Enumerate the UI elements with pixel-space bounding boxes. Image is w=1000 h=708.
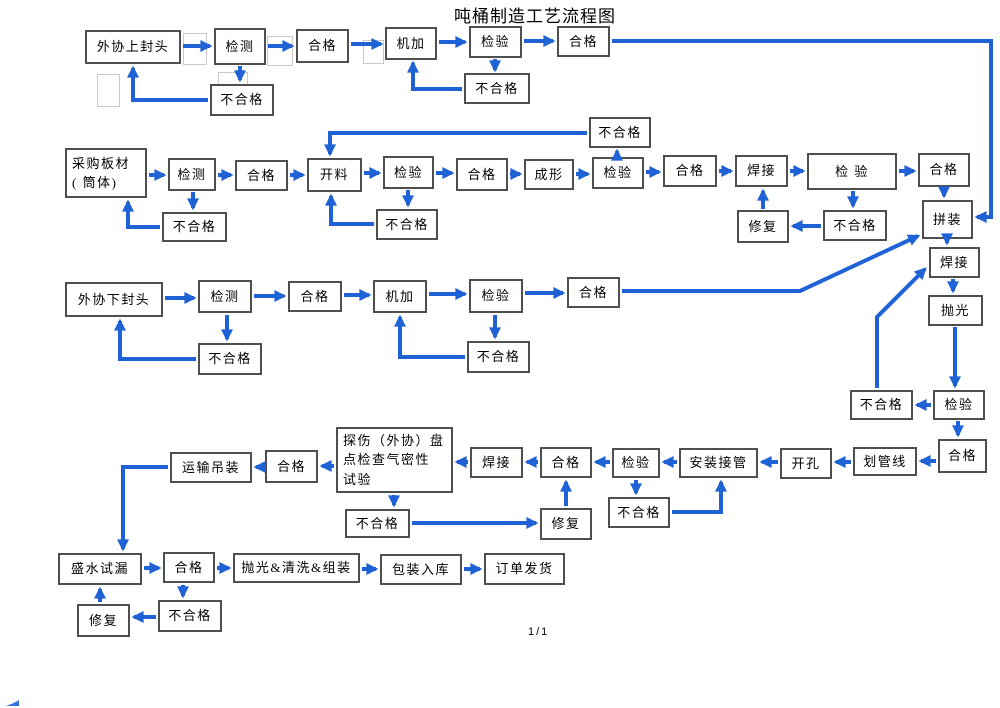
flow-node-f7[interactable]: 修复	[77, 604, 130, 637]
flow-node-t2[interactable]: 检测	[214, 28, 266, 65]
flow-node-b9[interactable]: 合格	[663, 155, 717, 187]
flow-node-b15[interactable]: 不合格	[162, 212, 227, 242]
flow-node-t7[interactable]: 不合格	[210, 84, 274, 116]
flow-node-e12[interactable]: 不合格	[608, 497, 670, 528]
connector-c4-c1[interactable]	[875, 267, 927, 388]
flow-node-t3[interactable]: 合格	[296, 29, 349, 63]
flow-node-t1[interactable]: 外协上封头	[85, 30, 181, 64]
flow-node-c3[interactable]: 检验	[933, 390, 985, 420]
connector-e9-f1[interactable]	[117, 465, 168, 552]
page-indicator: 1/1	[528, 626, 550, 638]
diagram-title: 吨桶制造工艺流程图	[454, 7, 616, 26]
flow-node-t6[interactable]: 合格	[557, 26, 610, 57]
flow-node-e8[interactable]: 合格	[265, 450, 318, 483]
flow-node-b5[interactable]: 检验	[383, 156, 434, 189]
flow-node-c4[interactable]: 不合格	[850, 390, 913, 420]
flow-node-e3[interactable]: 安装接管	[679, 448, 758, 478]
connector-b15-b1[interactable]	[122, 199, 160, 229]
flow-node-f5[interactable]: 订单发货	[484, 553, 565, 585]
connector-t6-b18[interactable]	[612, 39, 993, 223]
connector-b14-b4[interactable]	[325, 193, 374, 226]
flow-node-e6[interactable]: 焊接	[470, 447, 523, 478]
flow-node-b12[interactable]: 合格	[918, 153, 970, 187]
flow-node-t4[interactable]: 机加	[385, 27, 437, 60]
flow-node-e1[interactable]: 划管线	[853, 447, 917, 476]
flow-node-d3[interactable]: 合格	[288, 281, 342, 312]
flow-node-c5[interactable]: 合格	[938, 439, 987, 473]
flow-node-e4[interactable]: 检验	[612, 448, 660, 478]
flow-node-b13[interactable]: 不合格	[589, 117, 651, 148]
flow-node-d5[interactable]: 检验	[469, 279, 523, 313]
flow-node-b1[interactable]: 采购板材 ( 筒体)	[65, 148, 147, 198]
flow-node-e11[interactable]: 修复	[540, 508, 592, 540]
connector-t8-t4[interactable]	[407, 60, 462, 91]
flow-node-f4[interactable]: 包装入库	[380, 554, 462, 585]
flow-node-f2[interactable]: 合格	[163, 552, 215, 583]
flow-node-b6[interactable]: 合格	[456, 158, 508, 191]
flow-node-e7[interactable]: 探伤（外协）盘 点检查气密性 试验	[336, 427, 453, 493]
flow-node-e2[interactable]: 开孔	[780, 448, 832, 479]
flow-node-d1[interactable]: 外协下封头	[65, 282, 163, 317]
flow-node-t8[interactable]: 不合格	[464, 73, 530, 104]
flow-node-b2[interactable]: 检测	[168, 158, 216, 191]
ghost-box-4	[97, 74, 120, 107]
flow-node-d4[interactable]: 机加	[373, 280, 427, 313]
connector-d8-d4[interactable]	[394, 314, 465, 359]
connector-t7-t1[interactable]	[127, 65, 208, 102]
flow-node-b7[interactable]: 成形	[524, 159, 574, 190]
flow-node-b4[interactable]: 开料	[307, 158, 362, 192]
flow-node-b17[interactable]: 不合格	[823, 210, 887, 241]
flow-node-f1[interactable]: 盛水试漏	[58, 553, 142, 585]
flow-node-f6[interactable]: 不合格	[158, 600, 222, 632]
flow-node-c1[interactable]: 焊接	[929, 247, 980, 278]
flow-node-c2[interactable]: 抛光	[928, 295, 983, 326]
flow-node-e9[interactable]: 运输吊装	[170, 452, 252, 483]
flow-node-d6[interactable]: 合格	[567, 277, 620, 308]
connector-d7-d1[interactable]	[114, 318, 196, 361]
flow-node-b14[interactable]: 不合格	[376, 209, 438, 240]
flow-node-b16[interactable]: 修复	[737, 210, 789, 243]
flow-node-d8[interactable]: 不合格	[467, 341, 530, 373]
flow-node-b8[interactable]: 检验	[592, 157, 644, 189]
flow-node-b3[interactable]: 合格	[235, 160, 288, 191]
flow-node-d2[interactable]: 检测	[198, 280, 252, 313]
flow-node-b11[interactable]: 检 验	[807, 153, 897, 190]
flow-node-e10[interactable]: 不合格	[345, 509, 410, 538]
flow-node-t5[interactable]: 检验	[469, 26, 522, 58]
connector-b13-b4[interactable]	[324, 131, 587, 157]
flow-node-d7[interactable]: 不合格	[198, 343, 262, 375]
connector-e12-e3[interactable]	[672, 479, 727, 514]
flow-node-e5[interactable]: 合格	[540, 447, 592, 478]
flow-node-b10[interactable]: 焊接	[735, 155, 788, 187]
flow-node-f3[interactable]: 抛光&清洗&组装	[233, 553, 360, 583]
connector-d6-b18[interactable]	[622, 234, 921, 293]
